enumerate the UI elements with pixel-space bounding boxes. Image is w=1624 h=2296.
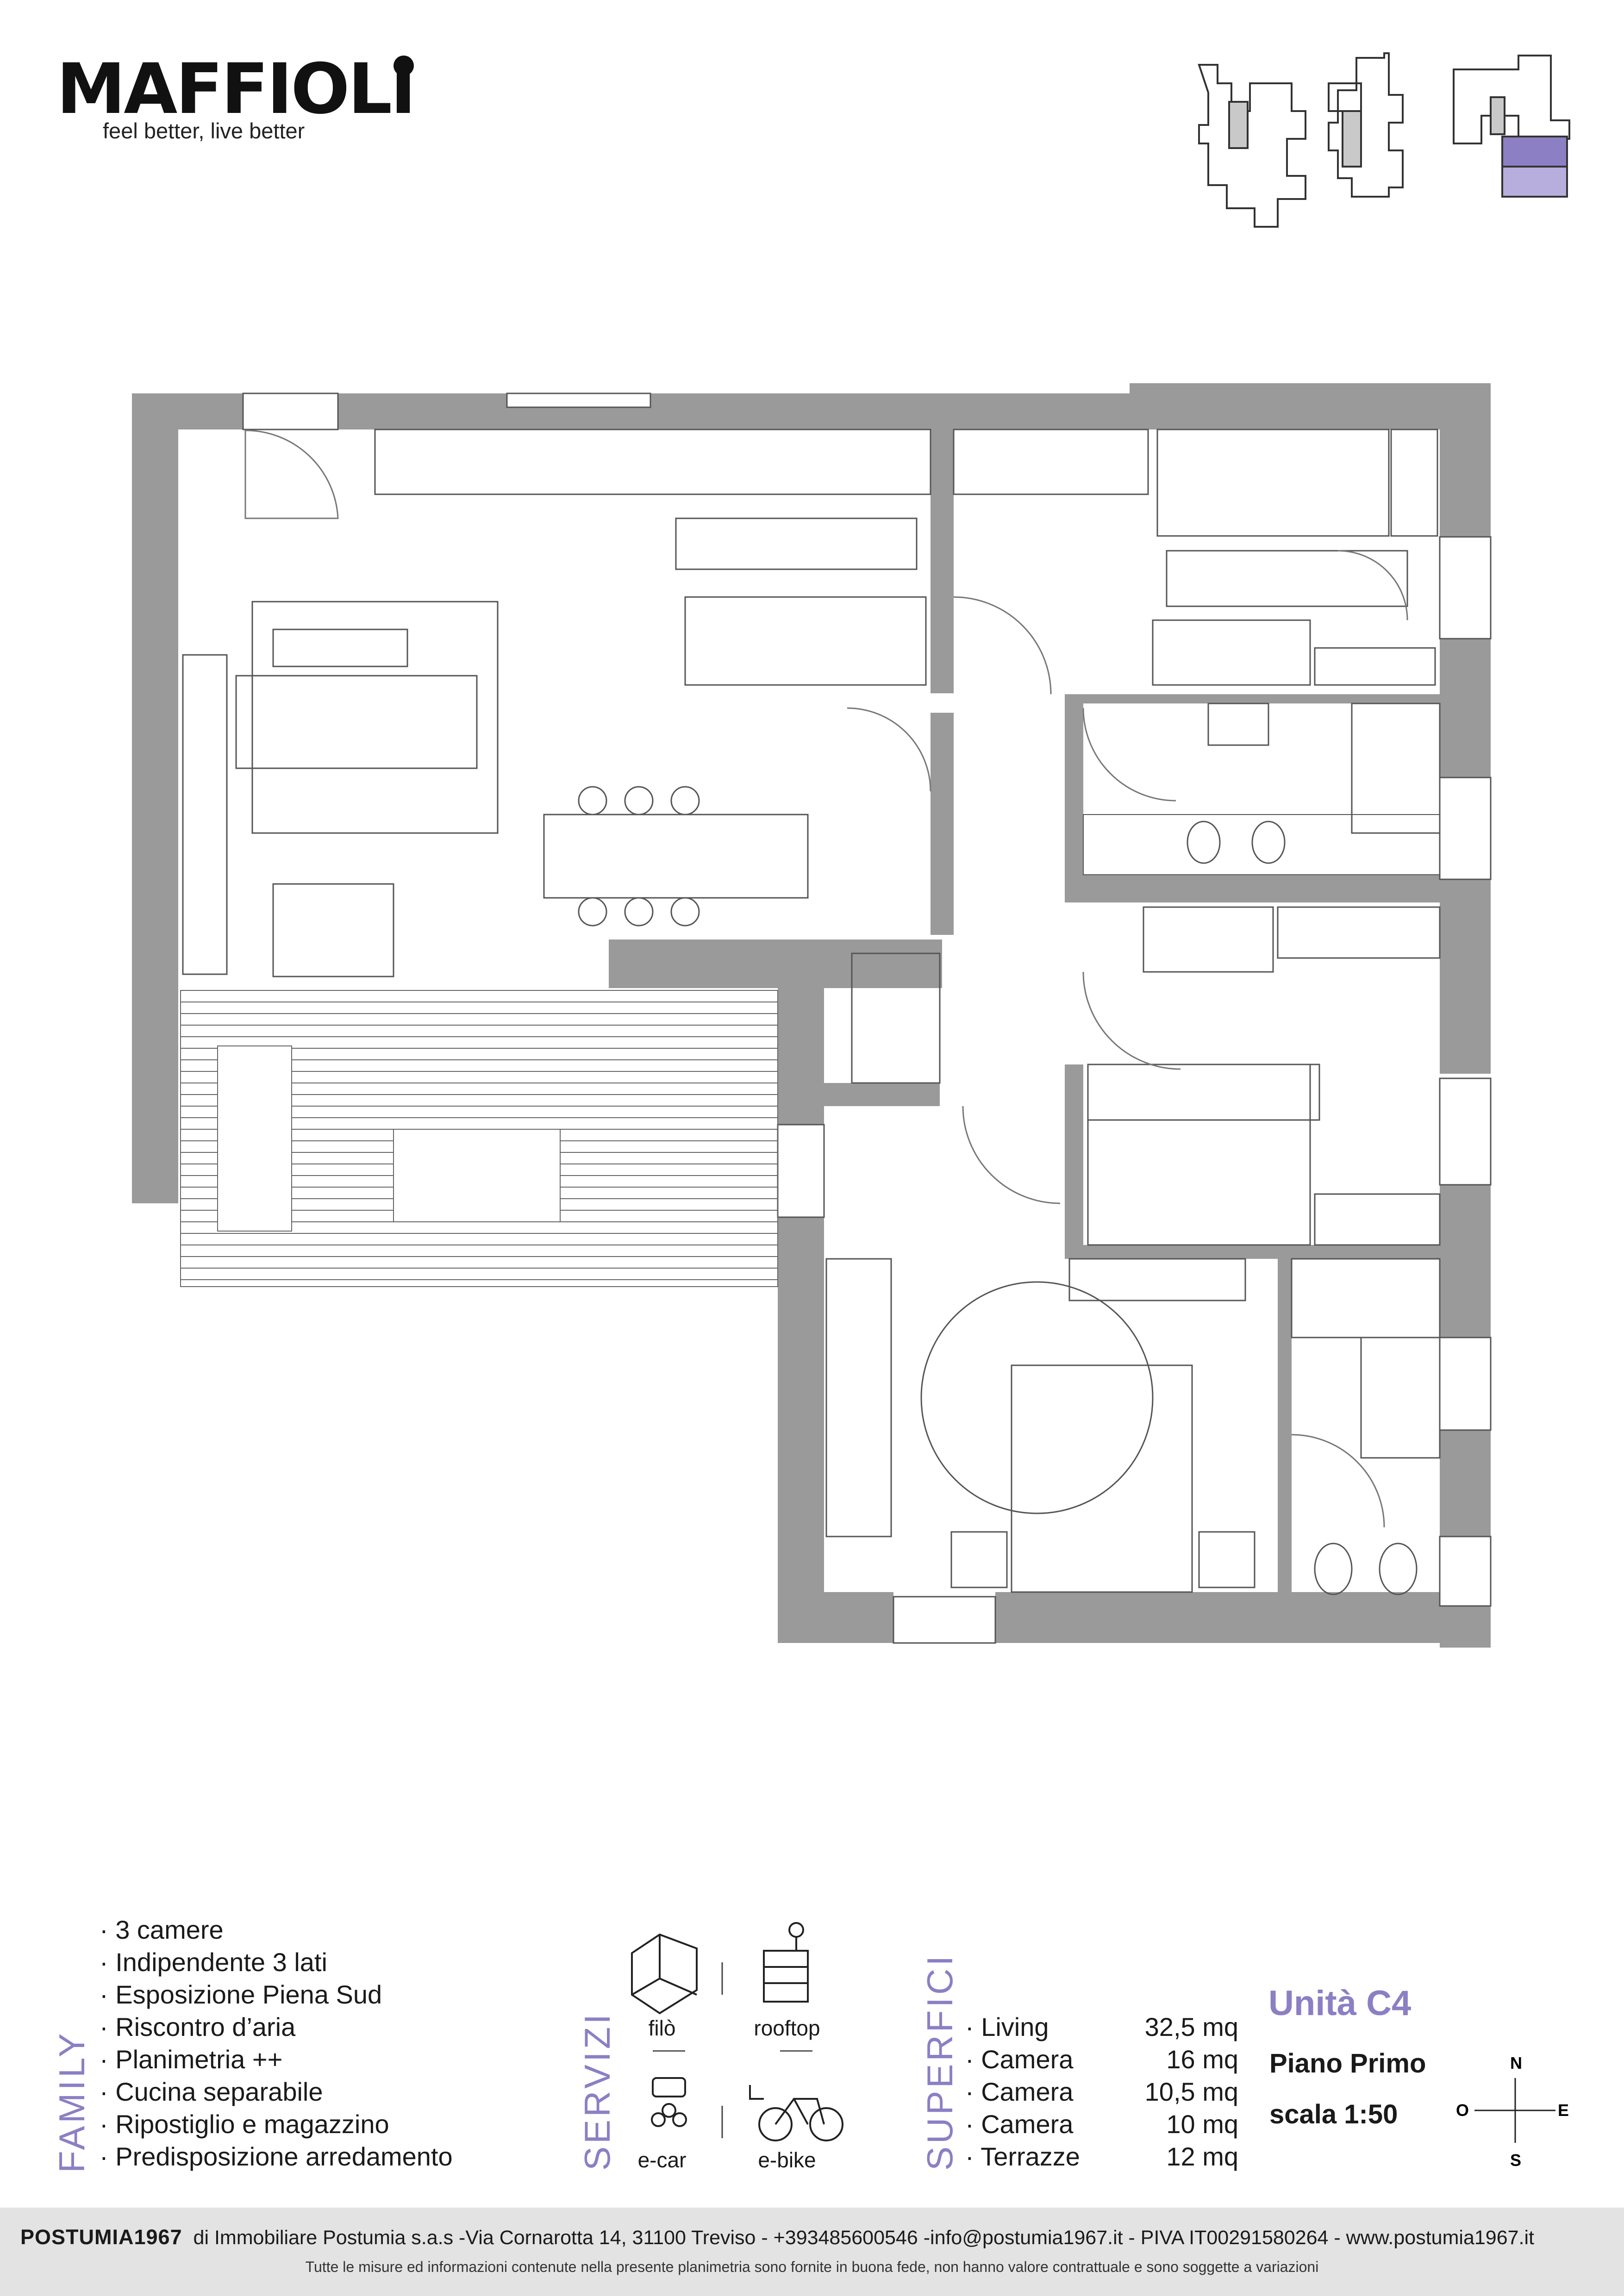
rooftop-icon <box>763 1922 809 2003</box>
brand-tagline: feel better, live better <box>103 118 305 143</box>
e-bike-icon <box>749 2085 843 2141</box>
surfaces-label: SUPERFICI <box>919 1953 960 2171</box>
compass-s: S <box>1510 2151 1521 2170</box>
furniture <box>182 429 1441 1595</box>
footer-company-info: POSTUMIA1967 di Immobiliare Postumia s.a… <box>20 2225 1534 2249</box>
e-car-icon <box>651 2077 687 2127</box>
feature-item: · Predisposizione arredamento <box>100 2142 453 2171</box>
footer-brand: POSTUMIA1967 <box>20 2225 182 2249</box>
feature-item: · Planimetria ++ <box>100 2045 283 2074</box>
features-label: FAMILY <box>51 2030 92 2173</box>
unit-key-plan <box>1453 55 1570 198</box>
footer <box>0 2208 1624 2296</box>
service-ecar-label: e-car <box>637 2148 687 2172</box>
terrace <box>180 990 778 1287</box>
divider <box>780 2050 812 2052</box>
unit-title: Unità C4 <box>1268 1984 1412 2023</box>
compass-e: E <box>1558 2101 1569 2120</box>
footer-disclaimer: Tutte le misure ed informazioni contenut… <box>305 2259 1319 2275</box>
feature-item: · Riscontro d’aria <box>100 2012 296 2041</box>
divider <box>653 2050 685 2052</box>
door-swings <box>244 429 1408 1528</box>
walls <box>132 383 1491 1648</box>
unit-scale: scala 1:50 <box>1269 2099 1398 2129</box>
unit-floor: Piano Primo <box>1269 2048 1426 2078</box>
building-key-plan <box>1198 52 1404 228</box>
feature-item: · Esposizione Piena Sud <box>100 1980 382 2009</box>
compass <box>1474 2078 1555 2143</box>
brand-logo: MAFFIOLI <box>56 49 416 130</box>
feature-item: · Cucina separabile <box>100 2077 323 2106</box>
features-list: · 3 camere · Indipendente 3 lati · Espos… <box>100 1914 453 2173</box>
service-filo-label: filò <box>648 2016 676 2040</box>
service-rooftop-label: rooftop <box>754 2016 820 2040</box>
logo-dot <box>394 56 414 76</box>
feature-item: · 3 camere <box>100 1915 224 1944</box>
service-ebike-label: e-bike <box>758 2148 816 2172</box>
feature-item: · Ripostiglio e magazzino <box>100 2109 389 2139</box>
compass-o: O <box>1456 2101 1469 2120</box>
windows <box>242 392 1492 1644</box>
compass-n: N <box>1510 2053 1522 2072</box>
feature-item: · Indipendente 3 lati <box>100 1948 327 1977</box>
footer-address: di Immobiliare Postumia s.a.s -Via Corna… <box>193 2227 1534 2249</box>
building-cube-icon <box>631 1933 698 2015</box>
